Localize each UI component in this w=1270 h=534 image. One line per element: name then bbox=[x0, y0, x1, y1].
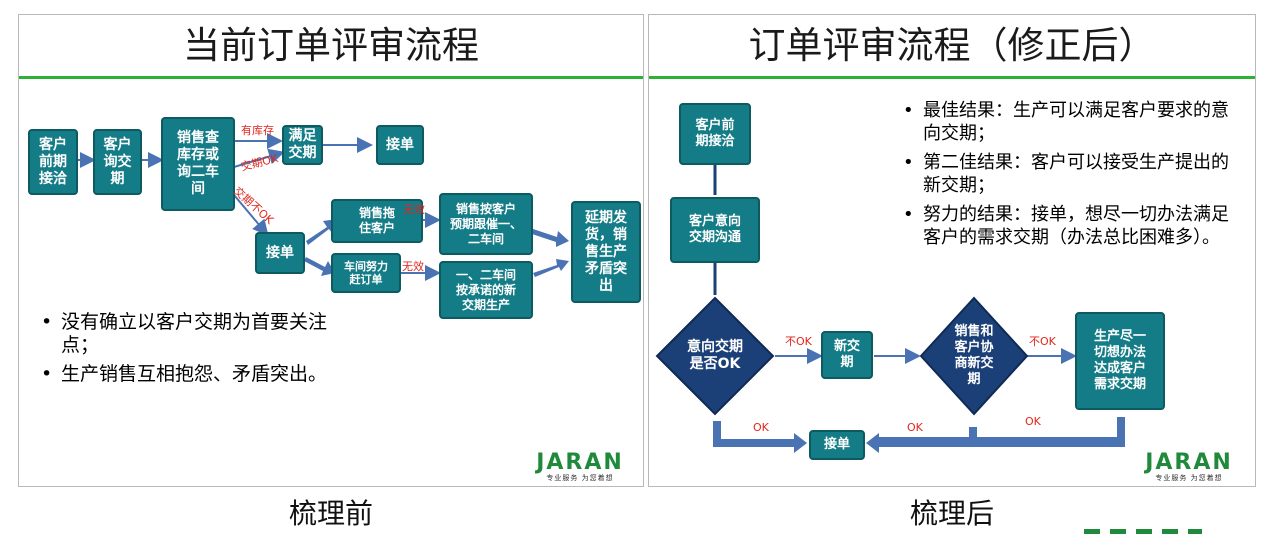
right-bullet-text: 第二佳结果：客户可以接受生产提出的新交期； bbox=[923, 152, 1229, 196]
node-customer-ask-date: 客户 询交 期 bbox=[93, 129, 142, 195]
label-in-stock: 有库存 bbox=[241, 124, 274, 137]
fat-arrow-right-up bbox=[532, 229, 569, 247]
right-logo-tagline: 专业服务 为您着想 bbox=[1155, 474, 1223, 482]
diamond-negotiate: 销售和 客户协 商新交 期 bbox=[919, 296, 1029, 416]
fat-arrow-ok-right bbox=[979, 417, 1125, 447]
node-conflict: 延期发 货，销 售生产 矛盾突 出 bbox=[571, 201, 641, 303]
left-bullet-item: •生产销售互相抱怨、矛盾突出。 bbox=[41, 363, 328, 385]
right-bullet-item: •最佳结果：生产可以满足客户要求的意向交期； bbox=[903, 100, 1229, 144]
node-sales-check: 销售查 库存或 询二车 间 bbox=[161, 117, 235, 211]
right-title-rule bbox=[649, 76, 1255, 79]
right-slide: 订单评审流程（修正后） 客户前 期接洽 客户意向 交期沟通 意向交期 是否OK … bbox=[648, 14, 1256, 487]
node-accept-top: 接单 bbox=[376, 125, 424, 165]
left-title-rule bbox=[19, 76, 643, 79]
node-customer-inquiry-r: 客户前 期接洽 bbox=[679, 103, 751, 165]
right-bullet-text: 努力的结果：接单，想尽一切办法满足客户的需求交期（办法总比困难多）。 bbox=[923, 204, 1229, 248]
fat-arrow-right-down bbox=[533, 259, 569, 277]
left-connectors bbox=[77, 133, 569, 281]
fat-arrow-ok-mid bbox=[866, 427, 979, 453]
caption-after: 梳理后 bbox=[909, 497, 994, 530]
arrow-check-to-accept-mid bbox=[233, 194, 269, 237]
node-workshop-promise: 一、二车间 按承诺的新 交期生产 bbox=[439, 261, 533, 319]
left-bullet-list: •没有确立以客户交期为首要关注点； •生产销售互相抱怨、矛盾突出。 bbox=[37, 311, 337, 392]
node-sales-delay: 销售拖 住客户 bbox=[331, 199, 423, 243]
right-bullet-list: •最佳结果：生产可以满足客户要求的意向交期； •第二佳结果：客户可以接受生产提出… bbox=[899, 99, 1229, 255]
label-ok-1: OK bbox=[753, 421, 769, 434]
label-ok-3: OK bbox=[1025, 415, 1041, 428]
left-bullet-text: 没有确立以客户交期为首要关注点； bbox=[61, 311, 328, 356]
node-accept-mid: 接单 bbox=[255, 232, 305, 274]
node-workshop-rush: 车间努力 赶订单 bbox=[331, 253, 401, 293]
caption-before: 梳理前 bbox=[288, 497, 373, 530]
fat-arrow-down bbox=[304, 257, 335, 276]
node-meet-date: 满足 交期 bbox=[282, 125, 323, 165]
label-not-ok-2: 不OK bbox=[1029, 335, 1056, 348]
diamond-negotiate-text: 销售和 客户协 商新交 期 bbox=[954, 324, 994, 387]
left-bullet-item: •没有确立以客户交期为首要关注点； bbox=[41, 311, 328, 356]
diamond-intent-ok-text: 意向交期 是否OK bbox=[687, 339, 743, 372]
arrow-check-to-meet-ok bbox=[233, 148, 285, 168]
left-slide-title: 当前订单评审流程 bbox=[183, 24, 479, 67]
left-logo-tagline: 专业服务 为您着想 bbox=[546, 474, 614, 482]
fat-arrow-up bbox=[306, 219, 337, 245]
left-bullet-text: 生产销售互相抱怨、矛盾突出。 bbox=[61, 363, 328, 385]
diamond-intent-ok: 意向交期 是否OK bbox=[655, 296, 775, 416]
corner-logo-fragment bbox=[1084, 529, 1202, 534]
label-ok-2: OK bbox=[907, 421, 923, 434]
label-invalid-2: 无效 bbox=[402, 260, 424, 273]
node-production-effort: 生产尽一 切想办法 达成客户 需求交期 bbox=[1075, 312, 1165, 410]
left-logo-brand: JARAN bbox=[536, 450, 624, 475]
right-logo: JARAN 专业服务 为您着想 bbox=[1139, 452, 1239, 483]
node-customer-inquiry: 客户 前期 接洽 bbox=[28, 129, 78, 195]
node-intent-comm: 客户意向 交期沟通 bbox=[670, 197, 760, 263]
fat-arrow-ok-left bbox=[713, 421, 807, 453]
right-slide-title: 订单评审流程（修正后） bbox=[748, 24, 1156, 67]
left-slide: 当前订单评审流程 客户 前期 接洽 客户 询交 期 bbox=[18, 14, 644, 487]
node-accept-r: 接单 bbox=[809, 430, 865, 460]
right-bullet-item: •努力的结果：接单，想尽一切办法满足客户的需求交期（办法总比困难多）。 bbox=[903, 204, 1229, 248]
right-logo-brand: JARAN bbox=[1145, 450, 1233, 475]
right-bullet-text: 最佳结果：生产可以满足客户要求的意向交期； bbox=[923, 100, 1229, 144]
right-connectors bbox=[713, 165, 1125, 453]
right-bullet-item: •第二佳结果：客户可以接受生产提出的新交期； bbox=[903, 152, 1229, 196]
left-logo: JARAN 专业服务 为您着想 bbox=[535, 452, 625, 483]
label-not-ok-1: 不OK bbox=[785, 335, 812, 348]
node-sales-urge: 销售按客户 预期跟催一、 二车间 bbox=[439, 193, 533, 255]
label-invalid-1: 无效 bbox=[403, 203, 425, 216]
node-new-date: 新交 期 bbox=[821, 331, 873, 379]
